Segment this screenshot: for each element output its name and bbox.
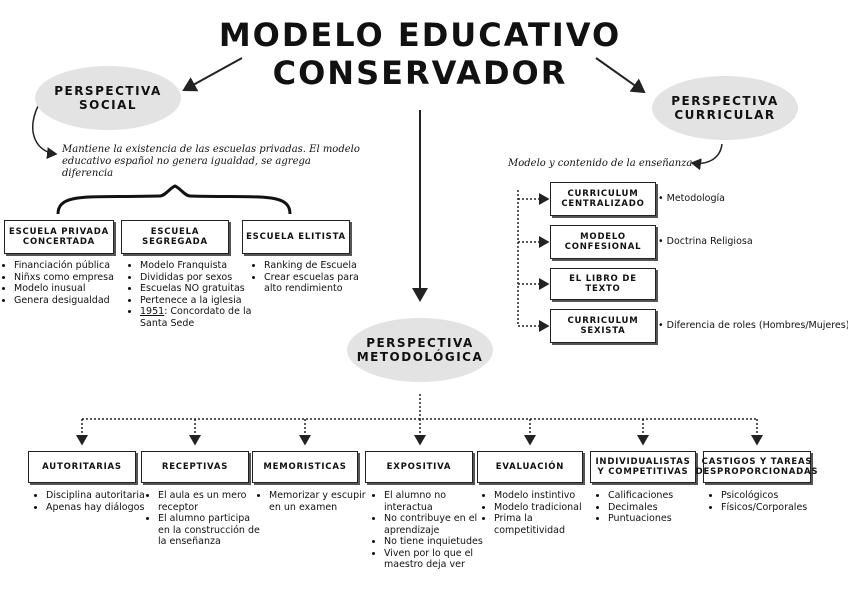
- list-item: Modelo instintivo: [494, 490, 602, 502]
- list-item: Modelo Franquista: [140, 260, 262, 272]
- method-list-expositiva: El alumno no interactua No contribuye en…: [370, 490, 490, 571]
- list-item: Puntuaciones: [608, 513, 708, 525]
- perspectiva-curricular-node: PERSPECTIVA CURRICULAR: [652, 76, 798, 140]
- list-item: Decimales: [608, 502, 708, 514]
- list-item: Niñxs como empresa: [14, 272, 130, 284]
- method-list-evaluacion: Modelo instintivo Modelo tradicional Pri…: [480, 490, 602, 536]
- list-item: 1951: Concordato de la Santa Sede: [140, 306, 262, 329]
- curriculum-tag-roles: Diferencia de roles (Hombres/Mujeres): [658, 320, 848, 332]
- tag-text: Doctrina Religiosa: [658, 236, 753, 248]
- list-item: Apenas hay diálogos: [46, 502, 146, 514]
- method-box-individualistas: INDIVIDUALISTAS Y COMPETITIVAS: [590, 451, 696, 483]
- method-box-castigos: CASTIGOS Y TAREAS DESPROPORCIONADAS: [696, 451, 818, 483]
- list-item: Genera desigualdad: [14, 295, 130, 307]
- school-list-concertada: Financiación pública Niñxs como empresa …: [0, 260, 130, 306]
- social-label-2: SOCIAL: [78, 98, 138, 112]
- perspectiva-metodologica-node: PERSPECTIVA METODOLÓGICA: [347, 318, 493, 382]
- school-box-concertada: ESCUELA PRIVADA CONCERTADA: [4, 220, 114, 254]
- social-note: Mantiene la existencia de las escuelas p…: [62, 144, 360, 179]
- tag-text: Metodología: [658, 193, 725, 205]
- list-item: Escuelas NO gratuitas: [140, 283, 262, 295]
- method-box-evaluacion: EVALUACIÓN: [477, 451, 583, 483]
- list-item: Financiación pública: [14, 260, 130, 272]
- list-item: Viven por lo que el maestro deja ver: [384, 548, 490, 571]
- curriculum-box-centralizado: CURRICULUM CENTRALIZADO: [550, 182, 656, 216]
- method-list-autoritarias: Disciplina autoritaria Apenas hay diálog…: [32, 490, 146, 513]
- list-item: Prima la competitividad: [494, 513, 602, 536]
- list-item: Memorizar y escupir en un examen: [269, 490, 373, 513]
- list-item: El aula es un mero receptor: [158, 490, 264, 513]
- school-list-segregada: Modelo Franquista Divididas por sexos Es…: [126, 260, 262, 329]
- school-list-elitista: Ranking de Escuela Crear escuelas para a…: [250, 260, 376, 295]
- concordato-text: : Concordato de la Santa Sede: [140, 306, 252, 329]
- list-item: No tiene inquietudes: [384, 536, 490, 548]
- list-item: Físicos/Corporales: [721, 502, 829, 514]
- curriculum-box-libro: EL LIBRO DE TEXTO: [550, 268, 656, 300]
- curricular-label-2: CURRICULAR: [674, 108, 776, 122]
- main-title: MODELO EDUCATIVO CONSERVADOR: [200, 16, 640, 92]
- list-item: Modelo inusual: [14, 283, 130, 295]
- list-item: Psicológicos: [721, 490, 829, 502]
- list-item: El alumno no interactua: [384, 490, 490, 513]
- title-line-1: MODELO EDUCATIVO: [218, 16, 622, 54]
- curriculum-box-confesional: MODELO CONFESIONAL: [550, 225, 656, 259]
- list-item: Pertenece a la iglesia: [140, 295, 262, 307]
- list-item: Disciplina autoritaria: [46, 490, 146, 502]
- year-underlined: 1951: [140, 306, 165, 317]
- list-item: No contribuye en el aprendizaje: [384, 513, 490, 536]
- list-item: Calificaciones: [608, 490, 708, 502]
- curriculum-box-sexista: CURRICULUM SEXISTA: [550, 309, 656, 343]
- list-item: Ranking de Escuela: [264, 260, 376, 272]
- curricular-label-1: PERSPECTIVA: [671, 94, 779, 108]
- perspectiva-social-node: PERSPECTIVA SOCIAL: [35, 66, 181, 130]
- method-list-castigos: Psicológicos Físicos/Corporales: [707, 490, 829, 513]
- title-line-2: CONSERVADOR: [272, 54, 568, 92]
- list-item: Crear escuelas para alto rendimiento: [264, 272, 376, 295]
- list-item: Modelo tradicional: [494, 502, 602, 514]
- method-box-memoristicas: MEMORISTICAS: [252, 451, 358, 483]
- method-box-receptivas: RECEPTIVAS: [141, 451, 249, 483]
- curriculum-tag-metodologia: Metodología: [658, 193, 725, 205]
- tag-text: Diferencia de roles (Hombres/Mujeres): [658, 320, 848, 332]
- method-box-expositiva: EXPOSITIVA: [365, 451, 473, 483]
- method-list-receptivas: El aula es un mero receptor El alumno pa…: [144, 490, 264, 548]
- metodologica-label-1: PERSPECTIVA: [366, 336, 474, 350]
- list-item: El alumno participa en la construcción d…: [158, 513, 264, 548]
- method-list-individualistas: Calificaciones Decimales Puntuaciones: [594, 490, 708, 525]
- metodologica-label-2: METODOLÓGICA: [356, 350, 484, 364]
- curriculum-tag-doctrina: Doctrina Religiosa: [658, 236, 753, 248]
- social-label-1: PERSPECTIVA: [54, 84, 162, 98]
- method-box-autoritarias: AUTORITARIAS: [28, 451, 136, 483]
- school-box-elitista: ESCUELA ELITISTA: [242, 220, 350, 254]
- list-item: Divididas por sexos: [140, 272, 262, 284]
- method-list-memoristicas: Memorizar y escupir en un examen: [255, 490, 373, 513]
- curricular-note: Modelo y contenido de la enseñanza: [508, 158, 693, 169]
- school-box-segregada: ESCUELA SEGREGADA: [121, 220, 229, 254]
